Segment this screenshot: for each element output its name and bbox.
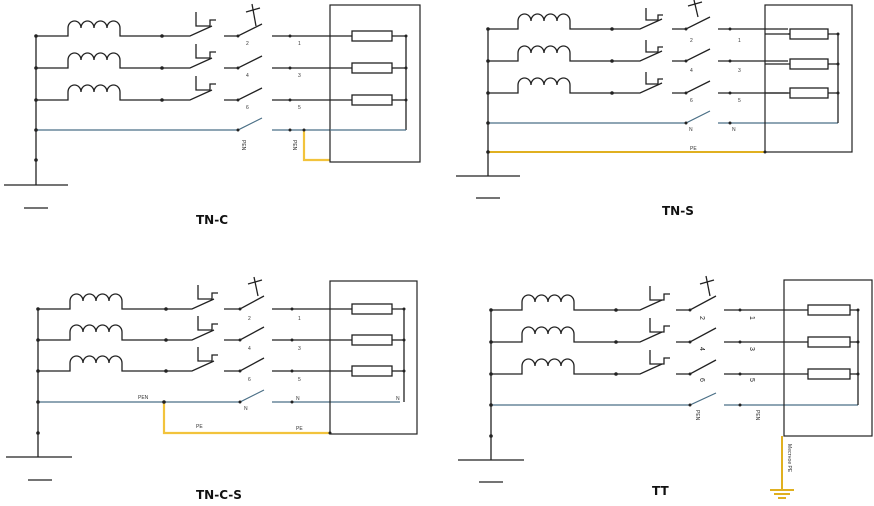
diagram-tt: 2 4 6 PEN 1 3 5 PEN Местное PE TT (458, 275, 873, 499)
label-dn: N (296, 396, 300, 402)
label-pe: PE (690, 146, 697, 152)
label-s3: 6 (246, 105, 249, 111)
label-d2: 3 (298, 73, 301, 79)
diagram-title: TN-C-S (196, 488, 242, 502)
phase-lines (36, 3, 330, 101)
resistors (807, 304, 859, 405)
label-pe2: PE (296, 426, 303, 432)
label-local-pe: Местное PE (786, 444, 792, 473)
label-d1: 1 (298, 41, 301, 47)
label-dn: N (732, 127, 736, 133)
ground-symbol (4, 36, 68, 209)
label-s1: 2 (690, 38, 693, 44)
label-sn: N (689, 127, 693, 133)
label-d2: 3 (748, 347, 755, 351)
ground-symbol (458, 310, 524, 483)
label-dn: PEN (754, 410, 760, 421)
diagram-tn-s: 2 4 6 N 1 3 5 N PE TN-S (456, 0, 853, 218)
diagram-title: TT (652, 484, 669, 498)
label-d2: 3 (298, 346, 301, 352)
diagram-title: TN-S (662, 204, 694, 218)
diagram-title: TN-C (196, 213, 228, 227)
load-box (764, 4, 853, 153)
label-s1: 2 (246, 41, 249, 47)
label-d3: 5 (748, 378, 755, 382)
label-d3: 5 (298, 377, 301, 383)
label-sn: N (244, 406, 248, 412)
label-s1: 2 (248, 316, 251, 322)
label-s2: 4 (698, 347, 705, 351)
label-s2: 4 (248, 346, 251, 352)
load-box (783, 279, 873, 437)
diagram-tn-c-s: 2 4 6 N 1 3 5 N PEN PE PE N TN-C-S (6, 276, 418, 502)
phase-lines (491, 275, 808, 375)
label-s3: 6 (248, 377, 251, 383)
phase-lines (38, 276, 330, 372)
ground-symbol (456, 29, 520, 199)
label-nbox: N (396, 396, 400, 402)
label-s2: 4 (246, 73, 249, 79)
label-pen: PEN (138, 395, 149, 401)
resistors (765, 28, 839, 123)
phase-lines (488, 0, 788, 94)
ground-symbol (6, 309, 72, 481)
label-d2: 3 (738, 68, 741, 74)
label-sn: PEN (240, 140, 246, 151)
label-sn: PEN (694, 410, 700, 421)
label-pe1: PE (196, 424, 203, 430)
label-s3: 6 (690, 98, 693, 104)
label-d3: 5 (298, 105, 301, 111)
label-d1: 1 (298, 316, 301, 322)
label-d3: 5 (738, 98, 741, 104)
diagram-tn-c: 2 4 6 PEN 1 3 5 PEN TN-C (4, 3, 421, 227)
label-dn: PEN (291, 140, 297, 151)
label-s1: 2 (698, 316, 705, 320)
label-d1: 1 (748, 316, 755, 320)
label-d1: 1 (738, 38, 741, 44)
resistors (330, 30, 407, 131)
load-box (329, 4, 421, 163)
label-s2: 4 (690, 68, 693, 74)
resistors (330, 303, 405, 402)
label-s3: 6 (698, 378, 705, 382)
local-earth (770, 436, 794, 499)
load-box (329, 280, 418, 435)
